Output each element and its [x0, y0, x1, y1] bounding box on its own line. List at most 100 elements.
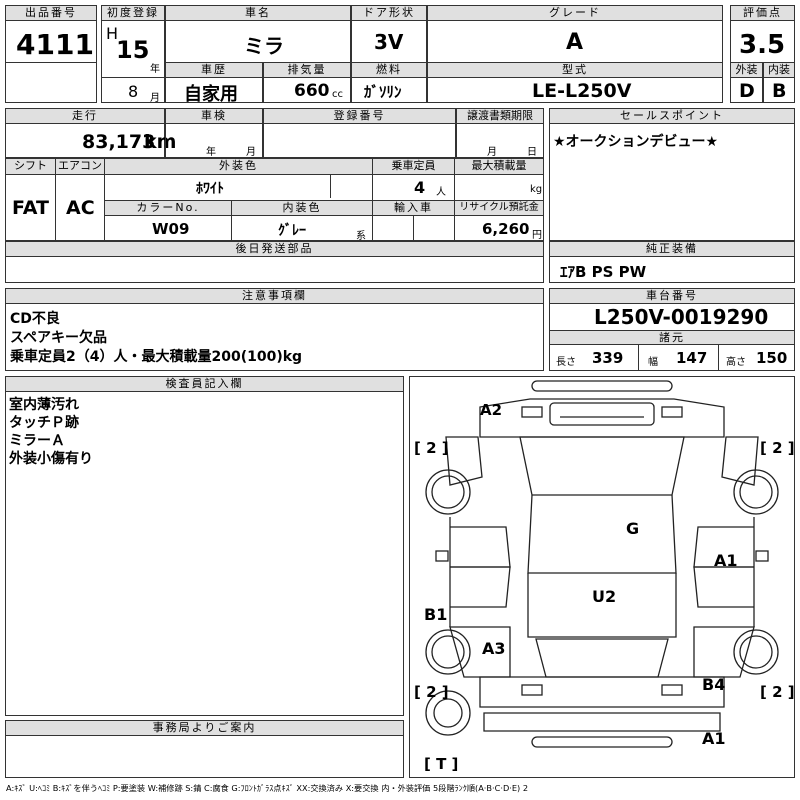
chassis-label: 車台番号 [550, 289, 794, 304]
model-box: 型式 LE-L250V [427, 62, 723, 103]
reg-number-label: 登録番号 [264, 109, 455, 124]
grade-label: グレード [428, 6, 722, 21]
registration-number-box: 登録番号 [263, 108, 456, 158]
fuel-box: 燃料 ｶﾞｿﾘﾝ [351, 62, 427, 103]
inspection-label: 車検 [166, 109, 262, 124]
capacity-unit: 人 [436, 187, 446, 198]
displacement: 660 [294, 81, 330, 101]
mark-tire-rear-right: [ 2 ] [760, 683, 795, 701]
interior-color-suffix: 系 [356, 231, 366, 242]
width-label: 幅 [648, 357, 658, 368]
legend: A:ｷｽﾞ U:ﾍｺﾐ B:ｷｽﾞを伴うﾍｺﾐ P:要塗装 W:補修跡 S:錆 … [6, 783, 529, 793]
transfer-day: 日 [527, 147, 537, 158]
color-no-label: カラーNo. [105, 201, 231, 216]
note-line-2: スペアキー欠品 [10, 330, 108, 346]
inspection-month-unit: 月 [246, 147, 256, 158]
mark-u2: U2 [592, 587, 617, 606]
history-label: 車歴 [166, 63, 262, 78]
displacement-box: 排気量 660 cc [263, 62, 351, 103]
inspector-line-3: ミラーＡ [9, 433, 65, 449]
lot-number: 4111 [16, 28, 94, 61]
lot-number-label: 出品番号 [6, 6, 96, 21]
max-load-unit: kg [530, 184, 543, 195]
color-number: W09 [152, 220, 190, 238]
exterior-score: D [739, 80, 755, 102]
chassis-box: 車台番号 L250V-0019290 諸元 長さ 339 幅 147 高さ 15… [549, 288, 795, 371]
inspector-line-4: 外装小傷有り [9, 451, 93, 467]
note-line-1: CD不良 [10, 311, 60, 327]
reg-year: 15 [116, 36, 150, 64]
capacity: 4 [414, 178, 426, 197]
fuel: ｶﾞｿﾘﾝ [364, 83, 402, 101]
transfer-label: 譲渡書類期限 [457, 109, 543, 124]
mark-b4: B4 [702, 675, 726, 694]
lot-number-box: 出品番号 4111 [5, 5, 97, 103]
length-label: 長さ [556, 357, 576, 368]
shift: FAT [12, 197, 49, 219]
equipment-label: 純正装備 [550, 242, 794, 257]
width-value: 147 [676, 349, 708, 367]
inspector-box: 検査員記入欄 室内薄汚れ タッチＰ跡 ミラーＡ 外装小傷有り [5, 376, 404, 716]
chassis-number: L250V-0019290 [594, 305, 769, 329]
mileage-label: 走行 [6, 109, 164, 124]
fuel-label: 燃料 [352, 63, 426, 78]
inspection-box: 車検 年 月 [165, 108, 263, 158]
car-diagram [425, 380, 779, 748]
notes-label: 注意事項欄 [6, 289, 543, 304]
inspector-line-1: 室内薄汚れ [9, 397, 79, 413]
later-parts-box: 後日発送部品 [5, 241, 544, 283]
car-diagram-box: A2 [ 2 ] [ 2 ] G A1 U2 B1 A3 B4 [ 2 ] [ … [409, 376, 795, 778]
length-value: 339 [592, 349, 624, 367]
equipment-text: ｴｱB PS PW [560, 263, 647, 281]
recycle-unit: 円 [532, 230, 542, 241]
ac: AC [66, 197, 95, 219]
history-box: 車歴 自家用 [165, 62, 263, 105]
exterior-score-box: 外装 D [730, 62, 763, 103]
mark-g: G [626, 519, 640, 538]
first-registration-box: 初度登録 H 15 年 8 月 [101, 5, 165, 104]
reg-month: 8 [128, 82, 139, 101]
recycle-fee: 6,260 [482, 220, 530, 238]
interior-score-box: 内装 B [763, 62, 795, 103]
spec-grid: シフト FAT エアコン AC 外装色 ﾎﾜｲﾄ 乗車定員 4 人 最大積載量 … [5, 158, 544, 242]
car-name-label: 車名 [166, 6, 350, 21]
inspector-label: 検査員記入欄 [6, 377, 403, 392]
history: 自家用 [184, 84, 238, 105]
model-label: 型式 [428, 63, 722, 78]
height-value: 150 [756, 349, 788, 367]
displacement-unit: cc [332, 89, 343, 100]
office-box: 事務局よりご案内 [5, 720, 404, 778]
interior-score: B [772, 80, 787, 102]
inspector-line-2: タッチＰ跡 [9, 415, 79, 431]
sales-point-box: セールスポイント ★オークションデビュー★ [549, 108, 795, 241]
note-line-3: 乗車定員2（4）人・最大積載量200(100)kg [10, 349, 303, 365]
color-label: 外装色 [105, 159, 372, 175]
shift-label: シフト [6, 159, 55, 175]
interior-label: 内装 [764, 63, 794, 78]
transfer-deadline-box: 譲渡書類期限 月 日 [456, 108, 544, 158]
ac-label: エアコン [56, 159, 104, 175]
capacity-label: 乗車定員 [373, 159, 454, 175]
mark-tire-rear-left: [ 2 ] [414, 683, 449, 701]
mark-a2-front: A2 [480, 401, 503, 419]
door-box: ドア形状 3V [351, 5, 427, 63]
mileage: 83,173 [82, 131, 156, 153]
mark-tire-front-right: [ 2 ] [760, 439, 795, 457]
mark-a1-rear: A1 [702, 729, 726, 748]
mark-tire-front-left: [ 2 ] [414, 439, 449, 457]
grade: A [566, 30, 584, 55]
office-label: 事務局よりご案内 [6, 721, 403, 736]
mark-a1-side: A1 [714, 551, 738, 570]
sales-point-label: セールスポイント [550, 109, 794, 124]
grade-box: グレード A [427, 5, 723, 63]
interior-color: ｸﾞﾚｰ [278, 223, 306, 239]
car-name: ミラ [244, 34, 284, 58]
mark-a3: A3 [482, 639, 506, 658]
exterior-label: 外装 [731, 63, 762, 78]
displacement-label: 排気量 [264, 63, 350, 78]
exterior-color: ﾎﾜｲﾄ [196, 181, 224, 197]
mark-spare-tire: [ T ] [424, 755, 459, 773]
door-label: ドア形状 [352, 6, 426, 21]
year-unit: 年 [150, 64, 160, 75]
import-label: 輸入車 [373, 201, 454, 216]
